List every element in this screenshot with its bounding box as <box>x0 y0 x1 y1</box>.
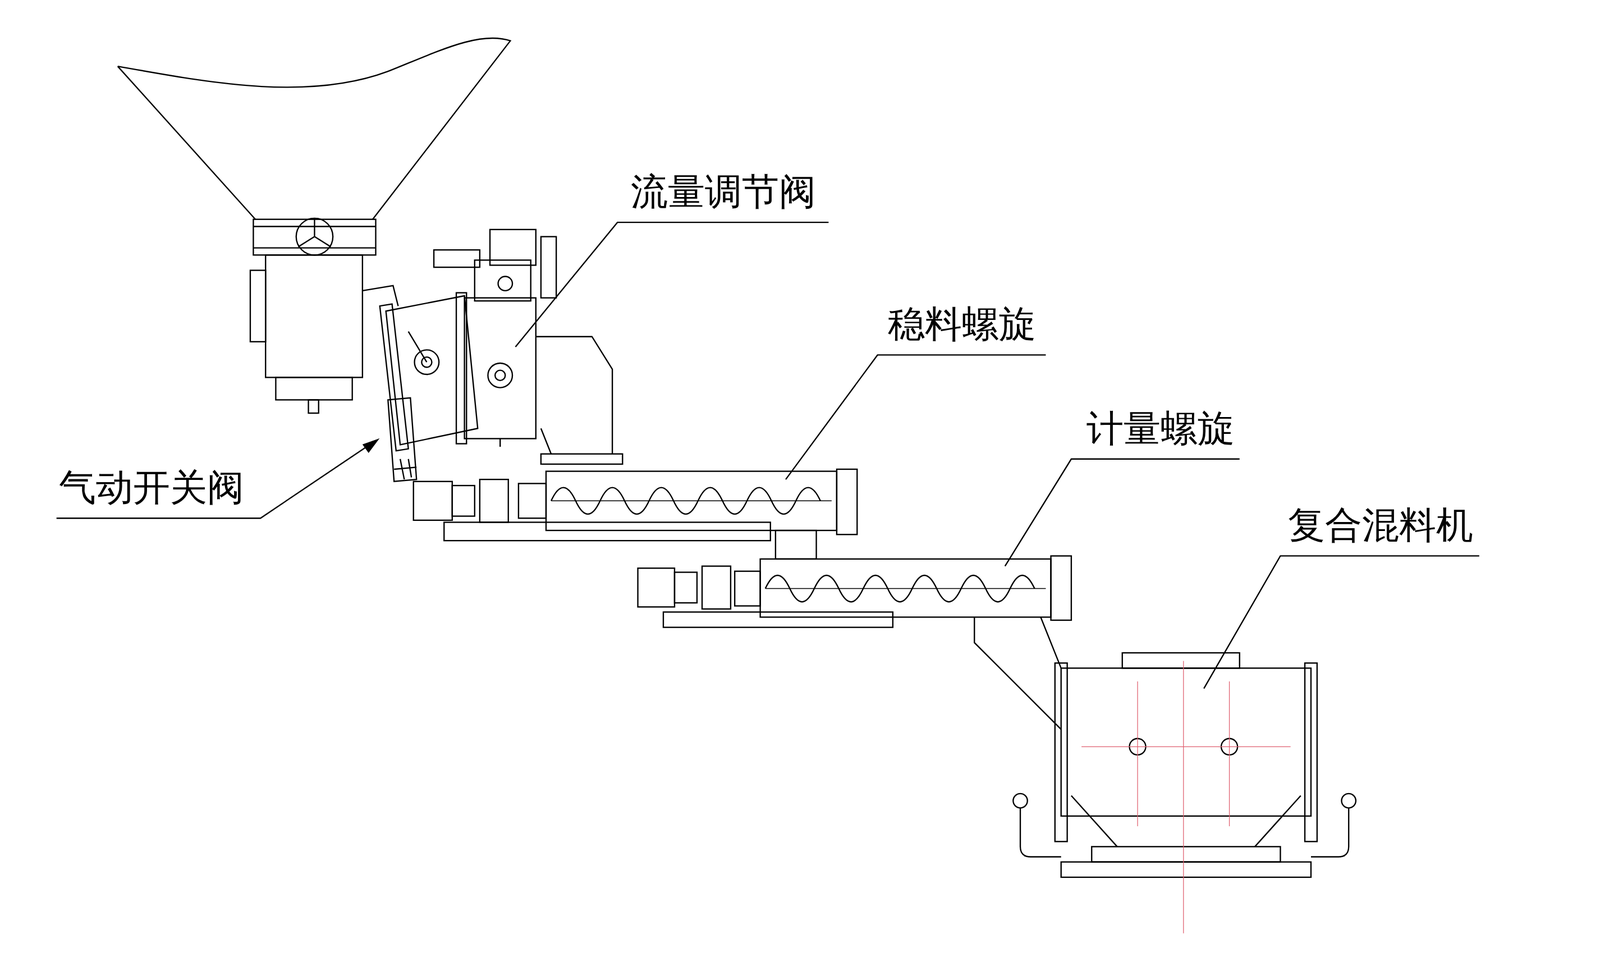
mixer-frame <box>1020 807 1349 857</box>
air-cylinder <box>387 397 417 482</box>
actuator-motor <box>489 229 536 266</box>
part-label: 气动开关阀 <box>58 465 245 510</box>
screw-conveyor <box>760 558 1052 618</box>
drive-motor <box>413 481 453 521</box>
mixer-body <box>1061 667 1311 816</box>
screw-flight <box>765 575 1035 602</box>
part-label: 复合混料机 <box>1287 502 1474 548</box>
silo-body <box>265 254 363 378</box>
silo-hopper <box>117 38 511 220</box>
drive-motor <box>638 567 675 607</box>
chute <box>974 616 1061 730</box>
part-label: 流量调节阀 <box>630 169 816 214</box>
part-label: 计量螺旋 <box>1086 406 1235 451</box>
screw-conveyor <box>546 471 837 531</box>
chute <box>535 336 613 455</box>
center-line <box>1081 661 1291 934</box>
screw-flight <box>551 487 821 515</box>
handwheel <box>296 218 333 255</box>
leader-line <box>56 222 1480 689</box>
part-label: 稳料螺旋 <box>887 301 1036 347</box>
flow-valve <box>464 298 536 439</box>
